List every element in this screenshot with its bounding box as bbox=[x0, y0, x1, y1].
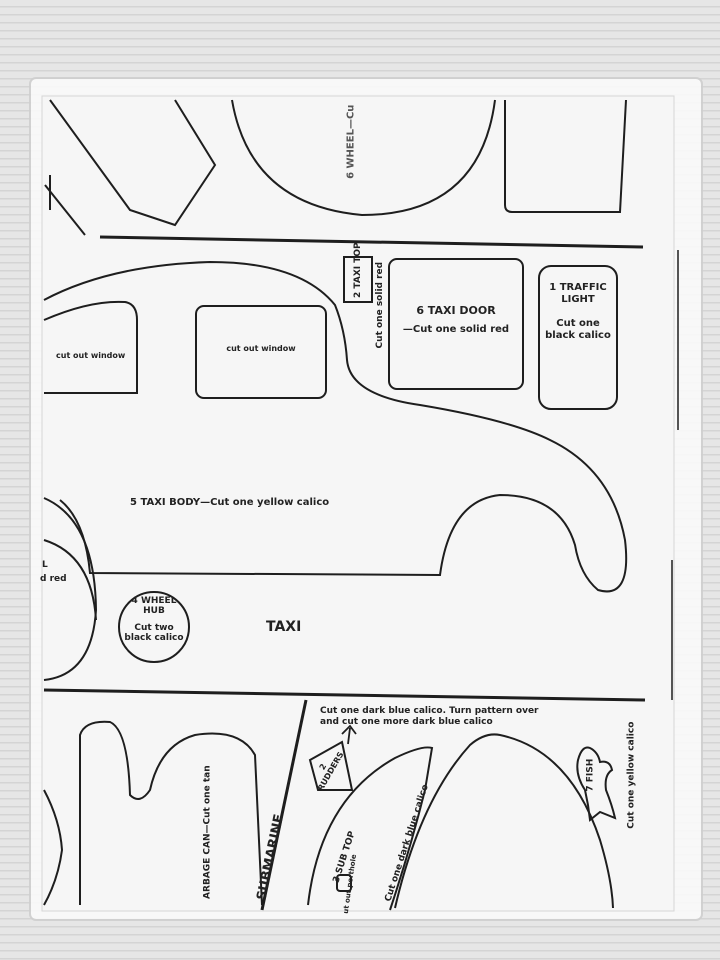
top-right-shape bbox=[504, 99, 627, 213]
taxi-top-label: 2 TAXI TOP bbox=[352, 242, 363, 298]
wheel-outline bbox=[231, 99, 496, 217]
taxi-top-note: Cut one solid red bbox=[375, 261, 386, 349]
front-window-label: cut out window bbox=[226, 344, 296, 353]
rear-window-label: cut out window bbox=[56, 351, 126, 360]
traffic-light-label: 1 TRAFFIC LIGHT bbox=[549, 282, 607, 305]
top-left-shape bbox=[49, 99, 217, 227]
traffic-light-note: Cut one black calico bbox=[545, 318, 611, 341]
taxi-word: TAXI bbox=[266, 619, 302, 635]
garbage-can-outline bbox=[79, 720, 263, 906]
wheel-hub-outline bbox=[118, 591, 190, 663]
sub-top-porthole bbox=[336, 874, 352, 892]
submarine-hull-outline bbox=[394, 733, 614, 909]
partial-red-label: L bbox=[42, 560, 48, 570]
taxi-body-label: 5 TAXI BODY—Cut one yellow calico bbox=[130, 497, 330, 508]
fish-note: Cut one yellow calico bbox=[626, 721, 637, 829]
fish-label: 7 FISH bbox=[585, 758, 596, 792]
traffic-light-outline bbox=[538, 265, 618, 410]
wheel-hub-label: 4 WHEEL HUB bbox=[131, 596, 177, 617]
taxi-door-label: 6 TAXI DOOR bbox=[416, 304, 496, 317]
wheel-hub-note: Cut two black calico bbox=[124, 623, 184, 644]
divider-top bbox=[99, 235, 644, 249]
wheel-label: 6 WHEEL—Cu bbox=[345, 104, 357, 179]
taxi-door-outline bbox=[388, 258, 524, 390]
garbage-left-edge bbox=[43, 789, 64, 906]
taxi-body-outline bbox=[43, 260, 628, 593]
divider-vertical bbox=[260, 699, 308, 911]
sub-instruction-line2: and cut one more dark blue calico bbox=[320, 717, 493, 727]
rear-window-outline bbox=[43, 300, 138, 394]
partial-red-note: d red bbox=[40, 574, 67, 584]
rudders-outline bbox=[308, 740, 354, 791]
taxi-top-box bbox=[343, 256, 373, 303]
fish-outline bbox=[576, 746, 617, 822]
front-window-outline bbox=[195, 305, 327, 399]
taxi-door-note: —Cut one solid red bbox=[402, 324, 510, 335]
divider-bottom bbox=[43, 688, 646, 702]
pattern-paper bbox=[41, 95, 675, 912]
sub-instruction-line1: Cut one dark blue calico. Turn pattern o… bbox=[320, 706, 539, 716]
rudders-arrow bbox=[341, 724, 357, 745]
right-edge-shape bbox=[671, 250, 679, 700]
partial-wheel-inner bbox=[43, 539, 97, 621]
top-left-shape-2 bbox=[44, 175, 86, 236]
sub-top-outline bbox=[307, 746, 434, 911]
garbage-can-label: ARBAGE CAN—Cut one tan bbox=[202, 765, 213, 899]
